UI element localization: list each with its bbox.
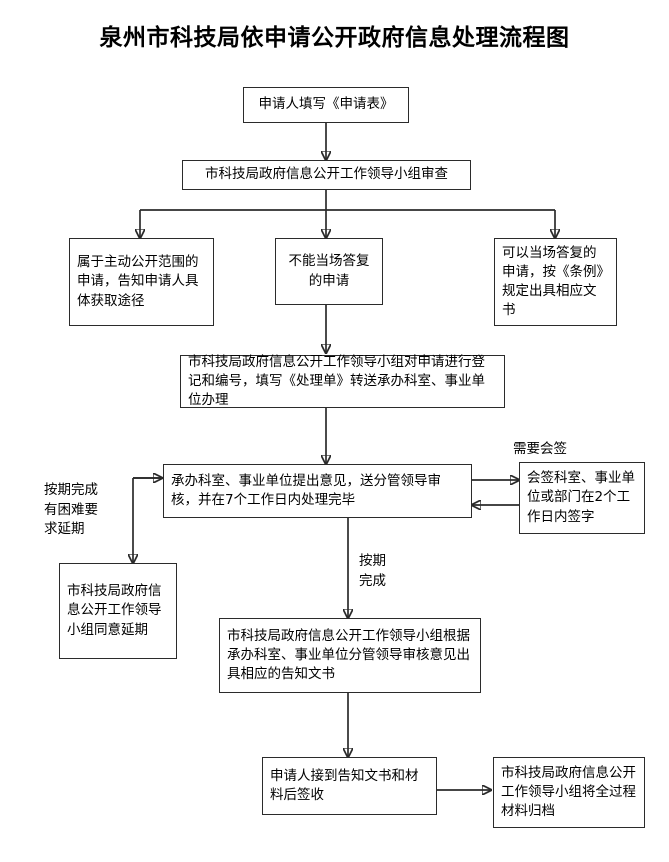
node-text: 不能当场答复的申请 — [288, 253, 370, 289]
page-title: 泉州市科技局依申请公开政府信息处理流程图 — [99, 24, 570, 51]
node-can-reply-onsite: 可以当场答复的申请，按《条例》规定出具相应文书 — [494, 238, 617, 326]
node-text: 市科技局政府信息公开工作领导小组审查 — [205, 166, 448, 183]
node-text: 申请人接到告知文书和材料后签收 — [270, 767, 419, 803]
node-text: 市科技局政府信息公开工作领导小组同意延期 — [67, 583, 162, 638]
node-review-by-group: 市科技局政府信息公开工作领导小组审查 — [182, 160, 471, 190]
node-text: 市科技局政府信息公开工作领导小组将全过程材料归档 — [501, 764, 636, 820]
edge-label-countersign: 需要会签 — [513, 441, 567, 457]
node-proactive-disclosure: 属于主动公开范围的申请，告知申请人具体获取途径 — [69, 238, 214, 326]
node-applicant-sign-receipt: 申请人接到告知文书和材料后签收 — [262, 757, 437, 815]
edge-label-on-time: 按期 完成 — [359, 553, 386, 589]
node-text: 申请人填写《申请表》 — [258, 96, 394, 113]
node-text: 可以当场答复的申请，按《条例》规定出具相应文书 — [502, 244, 604, 319]
node-text: 属于主动公开范围的申请，告知申请人具体获取途径 — [77, 254, 199, 309]
node-applicant-form: 申请人填写《申请表》 — [243, 87, 409, 123]
node-text: 市科技局政府信息公开工作领导小组对申请进行登记和编号，填写《处理单》转送承办科室… — [188, 353, 485, 409]
node-handling-unit-opinion: 承办科室、事业单位提出意见，送分管领导审核，并在7个工作日内处理完毕 — [163, 464, 472, 518]
node-text: 会签科室、事业单位或部门在2个工作日内签字 — [527, 470, 635, 525]
edge-label-extension-request: 按期完成 有困难要 求延期 — [44, 482, 98, 538]
node-text: 市科技局政府信息公开工作领导小组根据承办科室、事业单位分管领导审核意见出具相应的… — [227, 627, 470, 683]
node-register-and-number: 市科技局政府信息公开工作领导小组对申请进行登记和编号，填写《处理单》转送承办科室… — [180, 353, 505, 409]
node-issue-notice-document: 市科技局政府信息公开工作领导小组根据承办科室、事业单位分管领导审核意见出具相应的… — [219, 618, 481, 693]
node-countersign-unit: 会签科室、事业单位或部门在2个工作日内签字 — [519, 462, 645, 534]
node-extension-approved: 市科技局政府信息公开工作领导小组同意延期 — [59, 563, 177, 659]
node-text: 承办科室、事业单位提出意见，送分管领导审核，并在7个工作日内处理完毕 — [171, 472, 441, 508]
node-archive-materials: 市科技局政府信息公开工作领导小组将全过程材料归档 — [493, 757, 645, 828]
node-cannot-reply-onsite: 不能当场答复的申请 — [275, 238, 383, 305]
